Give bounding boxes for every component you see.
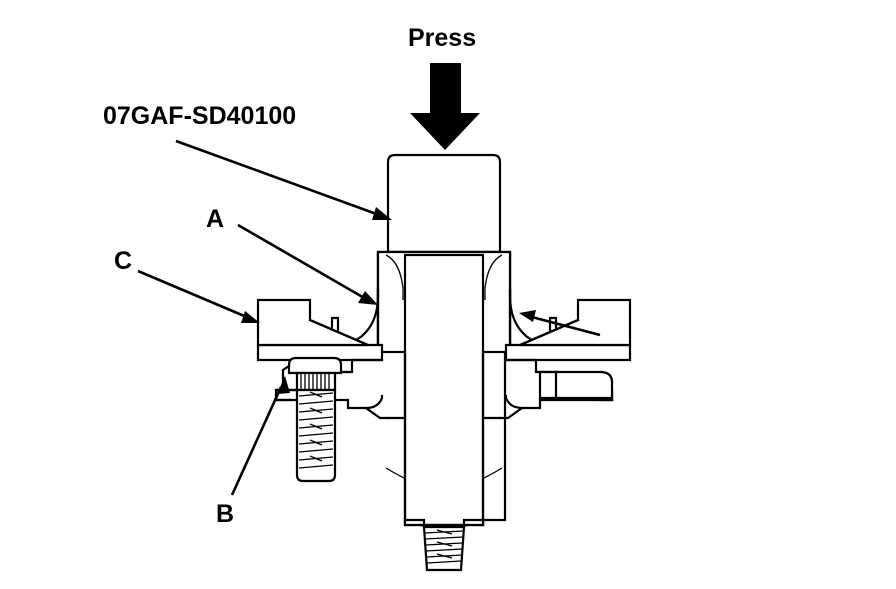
press-arrow-icon — [410, 63, 480, 150]
hub-lower-arm-right — [538, 370, 614, 400]
shaft-threaded-end — [403, 518, 485, 572]
leader-a — [237, 223, 378, 305]
leader-c — [137, 269, 260, 323]
knuckle-flange-right — [518, 298, 632, 347]
hub-lower-body — [274, 394, 614, 420]
wheel-stud — [274, 356, 343, 483]
hub-center-contour — [385, 467, 503, 479]
knuckle-flange-left — [256, 298, 370, 347]
callout-label-c: C — [114, 247, 133, 275]
driver-tool-block — [386, 153, 502, 254]
thread-hatch-shaft — [424, 529, 464, 564]
leader-a-mirror — [519, 310, 601, 337]
leader-b — [230, 376, 290, 496]
shaft-chamfer-lines — [385, 254, 503, 300]
driver-shaft-body — [376, 250, 512, 527]
callout-label-a: A — [206, 205, 225, 233]
stud-knurl-hatch — [300, 374, 330, 389]
stud-thread-hatch — [298, 391, 334, 469]
press-label: Press — [408, 24, 477, 52]
callout-label-b: B — [216, 500, 235, 528]
leader-part-number — [175, 139, 392, 220]
part-number-label: 07GAF-SD40100 — [103, 102, 297, 130]
